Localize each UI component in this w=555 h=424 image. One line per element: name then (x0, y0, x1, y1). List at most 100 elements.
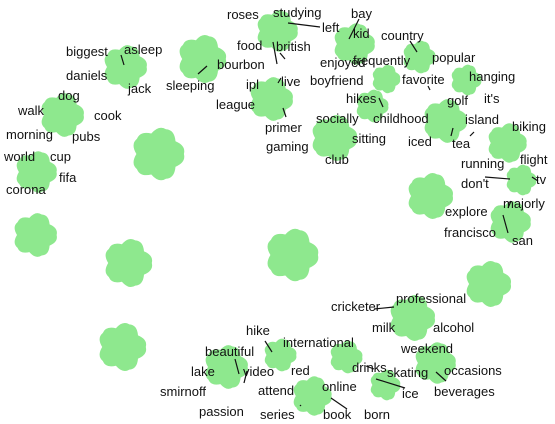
word-label: running (461, 156, 505, 171)
word-label: british (276, 39, 311, 54)
word-label: jack (128, 81, 152, 96)
word-label: daniels (66, 68, 108, 83)
cluster-blob-16 (506, 164, 537, 196)
word-label: skating (387, 365, 429, 380)
word-label: live (281, 74, 301, 89)
word-label: frequently (353, 53, 411, 68)
word-label: born (364, 407, 391, 422)
cluster-blob-5 (179, 34, 227, 84)
word-label: country (381, 28, 424, 43)
word-label: sitting (352, 131, 386, 146)
cluster-blob-6 (250, 77, 293, 121)
word-label: enjoyed (320, 55, 366, 70)
leader-line-16 (507, 200, 512, 209)
cluster-blob-30 (293, 376, 332, 416)
cluster-blob-18 (490, 201, 531, 243)
leader-line-4 (348, 18, 360, 40)
word-label: san (512, 233, 533, 248)
word-label: beautiful (205, 344, 255, 359)
cluster-blob-11 (356, 89, 389, 123)
leader-line-20 (330, 397, 348, 410)
leader-line-25 (435, 371, 447, 382)
cluster-blob-28 (205, 345, 248, 389)
word-label: biking (512, 119, 546, 134)
word-label: explore (445, 204, 488, 219)
cluster-blob-21 (267, 228, 319, 282)
leader-line-8 (277, 77, 282, 84)
word-label: morning (6, 127, 53, 142)
word-label: passion (199, 404, 244, 419)
word-label: world (4, 149, 36, 164)
word-label: dog (58, 88, 80, 103)
word-label: biggest (66, 44, 108, 59)
word-label: video (243, 364, 275, 379)
word-label: kid (353, 26, 370, 41)
leader-line-10 (378, 97, 384, 108)
word-label: bourbon (217, 57, 265, 72)
cluster-blob-10 (312, 115, 358, 161)
word-label: childhood (373, 111, 429, 126)
word-label: primer (265, 120, 302, 135)
word-label: studying (273, 5, 322, 20)
word-label: asleep (124, 42, 163, 57)
word-label: ipl (246, 77, 260, 92)
word-label: red (291, 363, 310, 378)
word-label: hanging (469, 69, 516, 84)
word-label: cricketer (331, 299, 381, 314)
word-label: professional (396, 291, 467, 306)
word-label: don't (461, 176, 489, 191)
leader-line-19 (299, 404, 302, 407)
word-label: occasions (444, 363, 502, 378)
word-label: iced (408, 134, 432, 149)
leader-line-24 (375, 378, 406, 389)
word-label: lake (191, 364, 215, 379)
leader-line-14 (484, 176, 511, 180)
cluster-blob-13 (424, 99, 467, 143)
word-label: beverages (434, 384, 495, 399)
word-label: hike (246, 323, 270, 338)
word-label: milk (372, 320, 396, 335)
cluster-blob-24 (99, 322, 147, 372)
cluster-blob-17 (408, 173, 454, 219)
cluster-blob-27 (415, 342, 456, 384)
word-label: alcohol (433, 320, 475, 335)
word-label: attend (258, 383, 295, 398)
leader-line-23 (243, 370, 248, 384)
cluster-blob-4 (104, 45, 147, 89)
word-label: boyfriend (310, 73, 364, 88)
cluster-blob-23 (390, 295, 436, 341)
cluster-blob-1 (257, 10, 298, 52)
cluster-blob-29 (370, 369, 401, 401)
word-label: drinks (352, 360, 387, 375)
word-label: tv (536, 172, 547, 187)
leader-line-22 (234, 358, 240, 375)
word-label: book (323, 407, 352, 422)
word-label: roses (227, 7, 259, 22)
word-label: international (283, 335, 354, 350)
leader-line-18 (373, 306, 395, 310)
word-label: hikes (346, 91, 377, 106)
word-label: left (322, 20, 340, 35)
word-label: corona (6, 182, 46, 197)
leader-line-3 (279, 52, 286, 60)
word-label: weekend (401, 341, 454, 356)
cluster-blob-26 (330, 340, 363, 374)
word-label: smirnoff (160, 384, 206, 399)
leader-line-12 (469, 131, 475, 137)
word-label: bay (351, 6, 372, 21)
word-label: island (465, 112, 499, 127)
leader-line-5 (409, 40, 418, 53)
cluster-blob-20 (105, 238, 153, 288)
word-label: fifa (59, 170, 77, 185)
word-label: walk (18, 103, 45, 118)
leader-line-26 (365, 365, 375, 370)
cluster-blob-25 (264, 338, 297, 372)
leader-line-1 (287, 22, 321, 28)
word-label: pubs (72, 129, 101, 144)
word-label: socially (316, 111, 359, 126)
word-label: league (216, 97, 256, 112)
word-label: flight (520, 152, 548, 167)
leader-line-13 (450, 127, 454, 137)
word-label: majorly (503, 196, 545, 211)
